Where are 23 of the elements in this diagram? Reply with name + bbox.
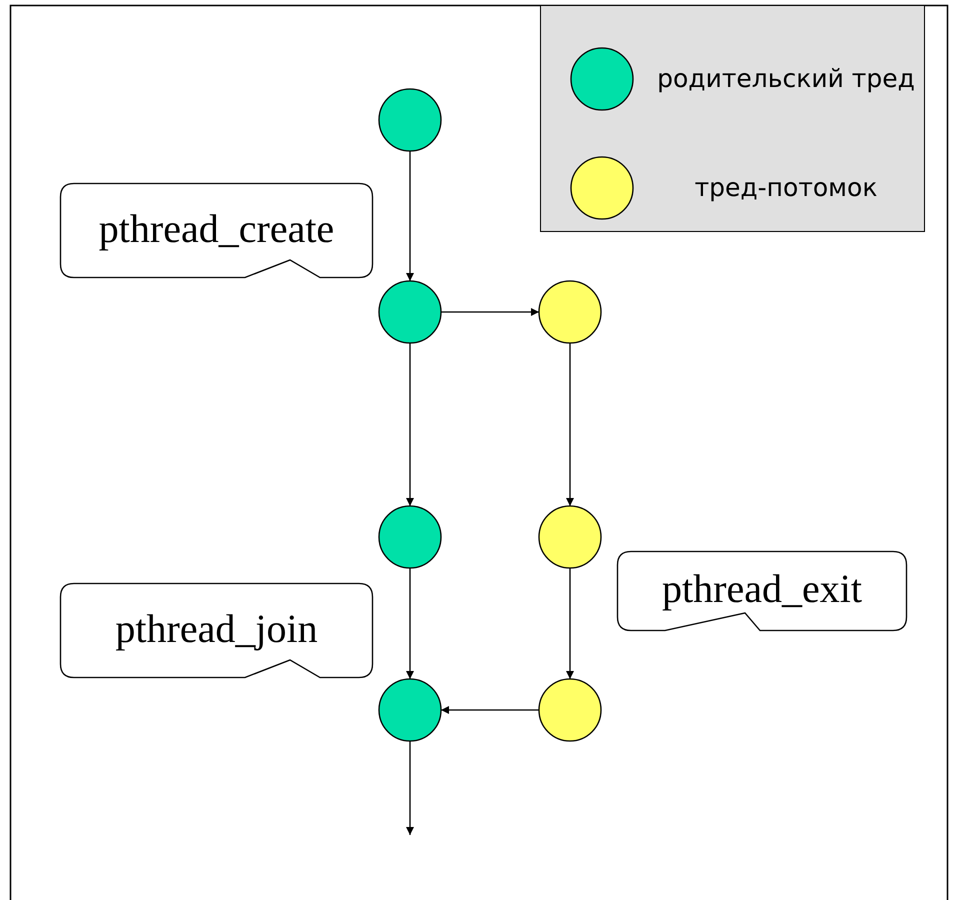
arrow xyxy=(406,568,414,679)
function-name: pthread_create xyxy=(98,204,336,252)
function-name: pthread_exit xyxy=(661,565,863,612)
callout-bubble xyxy=(60,183,373,278)
arrow xyxy=(566,568,574,679)
parent-thread-circle xyxy=(378,505,442,569)
arrow xyxy=(566,343,574,506)
function-name: pthread_join xyxy=(114,604,319,652)
child-thread-circle xyxy=(538,505,602,569)
arrow xyxy=(441,308,539,316)
child-thread-circle xyxy=(538,678,602,742)
parent-thread-circle xyxy=(378,280,442,344)
arrow xyxy=(441,706,539,714)
arrow xyxy=(406,741,414,835)
arrow xyxy=(406,151,414,281)
callout-bubble xyxy=(617,551,907,631)
child-thread-circle xyxy=(538,280,602,344)
parent-thread-circle xyxy=(378,678,442,742)
parent-thread-circle xyxy=(378,88,442,152)
legend-label: родительский тред xyxy=(656,63,916,96)
callout-bubble xyxy=(60,583,373,678)
legend-label: тред-потомок xyxy=(694,172,878,204)
arrow xyxy=(406,343,414,506)
